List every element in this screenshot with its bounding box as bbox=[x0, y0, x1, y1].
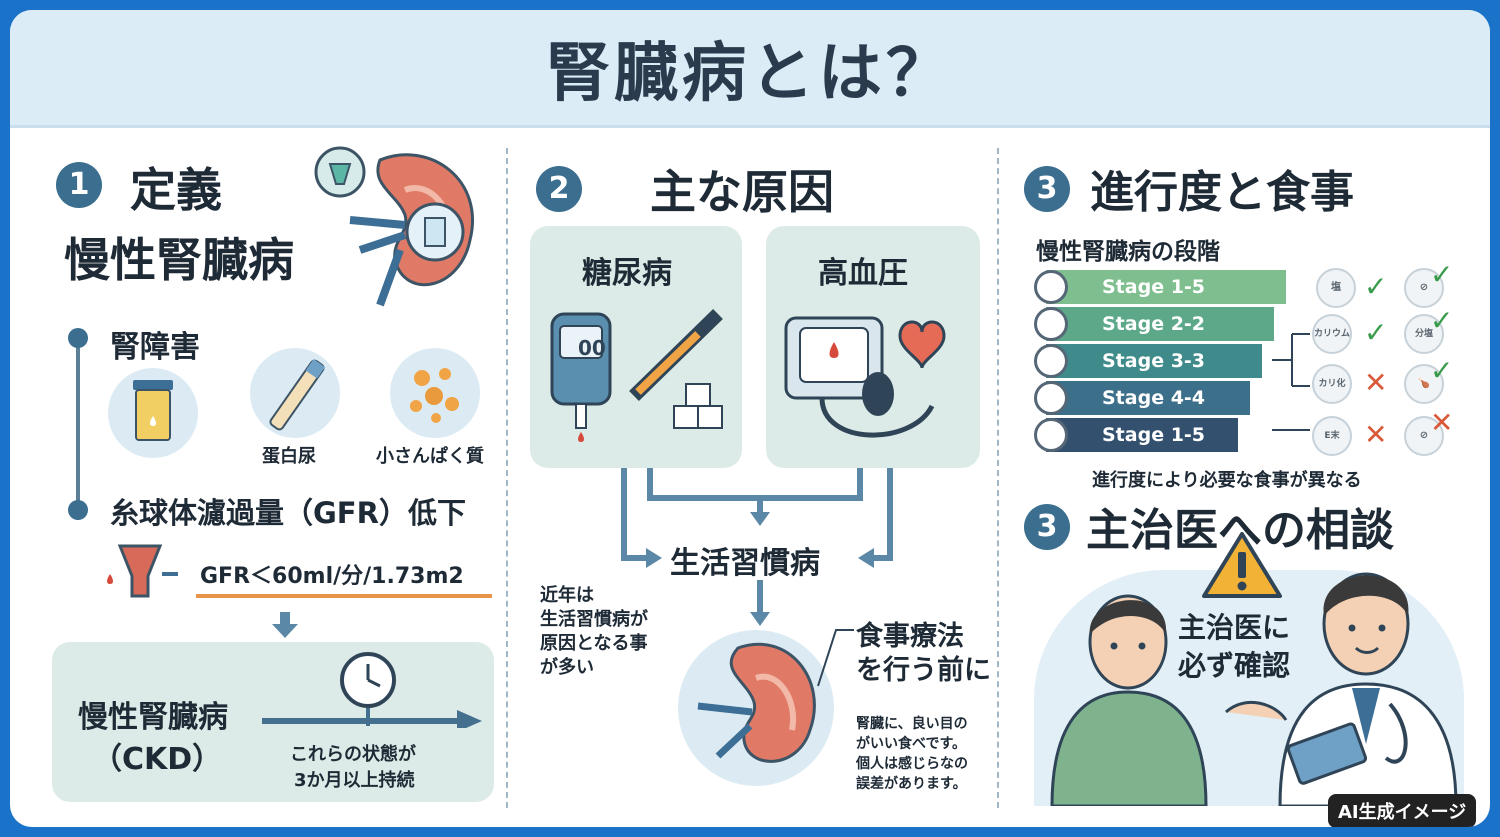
cause-hypertension-label: 高血圧 bbox=[818, 256, 908, 291]
consult-bubble-line-2: 必ず確認 bbox=[1178, 649, 1291, 682]
cause-diabetes-label: 糖尿病 bbox=[582, 256, 672, 291]
kidney-icon bbox=[1034, 307, 1068, 341]
check-icon: ✓ bbox=[1430, 304, 1454, 337]
duration-line-2: 3か月以上持続 bbox=[294, 770, 415, 791]
page-title: 腎臓病とは？ bbox=[546, 37, 954, 111]
criteria-gfr-decline: 糸球体濾過量（GFR）低下 bbox=[110, 496, 466, 530]
stage-bar-4: Stage 4-4 bbox=[1046, 381, 1250, 415]
no-salt-icon: ⊘ bbox=[1404, 268, 1444, 308]
down-arrow-icon bbox=[272, 612, 298, 638]
section1-number-badge: 1 bbox=[56, 162, 102, 208]
stage-bar-5: Stage 1-5 bbox=[1046, 418, 1238, 452]
kidney-circle bbox=[678, 630, 834, 786]
caption-small-protein: 小さんぱく質 bbox=[376, 446, 484, 467]
urine-cup-icon bbox=[108, 368, 198, 458]
caption-proteinuria: 蛋白尿 bbox=[262, 446, 316, 467]
diet-line-2: を行う前に bbox=[856, 655, 991, 686]
protein-particles-icon bbox=[390, 348, 480, 438]
cause-hypertension-panel: 高血圧 bbox=[766, 226, 980, 468]
diet-footnote: 進行度により必要な食事が異なる bbox=[1092, 470, 1362, 491]
lifestyle-note-line: が多い bbox=[540, 657, 594, 678]
ai-generated-badge: AI生成イメージ bbox=[1328, 794, 1477, 827]
check-icon: ✓ bbox=[1364, 316, 1388, 349]
bullet-dot bbox=[68, 328, 88, 348]
section1-heading: 定義 bbox=[130, 163, 222, 217]
kidney-icon bbox=[697, 642, 816, 763]
gfr-threshold-text: GFR＜60ml/分/1.73m2 bbox=[200, 564, 464, 589]
cross-icon: ✕ bbox=[1430, 406, 1454, 439]
gfr-underline bbox=[196, 594, 492, 598]
lifestyle-disease-label: 生活習慣病 bbox=[670, 546, 820, 581]
blood-pressure-monitor-icon bbox=[784, 316, 946, 438]
title-banner: 腎臓病とは？ bbox=[10, 10, 1490, 128]
section3-heading: 進行度と食事 bbox=[1090, 167, 1354, 218]
liquid-cup-icon: E末 bbox=[1312, 416, 1352, 456]
salt-shaker-icon: 分塩 bbox=[1404, 314, 1444, 354]
diet-note-line: 個人は感じらなの bbox=[856, 756, 968, 772]
cross-icon: ✕ bbox=[1364, 366, 1388, 399]
duration-line-1: これらの状態が bbox=[290, 744, 416, 765]
potassium-food-icon: カリ化 bbox=[1312, 364, 1352, 404]
kidney-icon bbox=[1034, 381, 1068, 415]
ckd-result-panel: 慢性腎臓病 （CKD） これらの状態が 3か月以上持続 bbox=[52, 642, 494, 802]
food-grid: 塩 ✓ ⊘ ✓ カリウム ✓ 分塩 ✓ カリ化 ✕ 🍗 ✓ E末 ✕ ⊘ ✕ bbox=[1306, 258, 1476, 456]
check-icon: ✓ bbox=[1364, 270, 1388, 303]
section2-number-badge: 2 bbox=[536, 166, 582, 212]
ckd-title: 慢性腎臓病 bbox=[78, 700, 228, 735]
stages-title: 慢性腎臓病の段階 bbox=[1036, 239, 1220, 265]
lifestyle-note-line: 生活習慣病が bbox=[540, 609, 648, 630]
glucometer-display: 00 bbox=[578, 336, 606, 360]
consult-bubble-line-1: 主治医に bbox=[1178, 611, 1291, 644]
section3-number-badge: 3 bbox=[1024, 166, 1070, 212]
column-divider-1 bbox=[506, 148, 508, 808]
clock-arrow-icon bbox=[262, 652, 482, 728]
cause-arrows-icon bbox=[621, 468, 893, 626]
diet-line-1: 食事療法 bbox=[856, 621, 964, 652]
bullet-dot bbox=[68, 500, 88, 520]
diet-note-line: 誤差があります。 bbox=[856, 776, 967, 792]
glucometer-syringe-icon bbox=[550, 308, 723, 442]
kidney-icon bbox=[1034, 270, 1068, 304]
diet-note-line: がいい食べです。 bbox=[856, 736, 967, 752]
diet-small-note: 腎臓に、良い目の がいい食べです。 個人は感じらなの 誤差があります。 bbox=[856, 714, 968, 794]
section4-number-badge: 3 bbox=[1024, 504, 1070, 550]
kidney-icon bbox=[314, 146, 474, 307]
check-icon: ✓ bbox=[1430, 354, 1454, 387]
bracket-lines bbox=[1272, 333, 1310, 431]
diet-note-line: 腎臓に、良い目の bbox=[856, 716, 968, 732]
warning-icon bbox=[1202, 532, 1282, 598]
check-icon: ✓ bbox=[1430, 258, 1454, 291]
lifestyle-note: 近年は 生活習慣病が 原因となる事 が多い bbox=[540, 584, 648, 680]
patient-figure bbox=[1050, 594, 1208, 806]
stage-bar-3: Stage 3-3 bbox=[1046, 344, 1262, 378]
lifestyle-note-line: 原因となる事 bbox=[540, 633, 648, 654]
section1-subheading: 慢性腎臓病 bbox=[64, 233, 294, 287]
kidney-icon bbox=[1034, 418, 1068, 452]
stage-bar-1: Stage 1-5 bbox=[1046, 270, 1286, 304]
pointer-line bbox=[817, 629, 854, 687]
section2-heading: 主な原因 bbox=[650, 165, 834, 219]
lifestyle-note-line: 近年は bbox=[540, 585, 594, 606]
filter-icon bbox=[107, 544, 178, 598]
criteria-kidney-damage: 腎障害 bbox=[110, 330, 200, 365]
column-divider-2 bbox=[997, 148, 999, 808]
stage-bar-2: Stage 2-2 bbox=[1046, 307, 1274, 341]
meat-dish-icon: 🍗 bbox=[1404, 364, 1444, 404]
kidney-icon bbox=[1034, 344, 1068, 378]
stage-pyramid: Stage 1-5 Stage 2-2 Stage 3-3 Stage 4-4 … bbox=[1034, 266, 1286, 456]
potassium-icon: カリウム bbox=[1312, 314, 1352, 354]
no-meat-icon: ⊘ bbox=[1404, 416, 1444, 456]
criteria-line bbox=[76, 332, 80, 510]
doctor-figure bbox=[1224, 572, 1458, 806]
ckd-abbrev: （CKD） bbox=[92, 742, 223, 777]
cause-diabetes-panel: 糖尿病 00 bbox=[530, 226, 742, 468]
test-strip-icon bbox=[250, 348, 340, 438]
cross-icon: ✕ bbox=[1364, 418, 1388, 451]
infographic-frame: 腎臓病とは？ 1 定義 慢性腎臓病 腎障害 bbox=[10, 10, 1490, 827]
salt-icon: 塩 bbox=[1316, 268, 1356, 308]
